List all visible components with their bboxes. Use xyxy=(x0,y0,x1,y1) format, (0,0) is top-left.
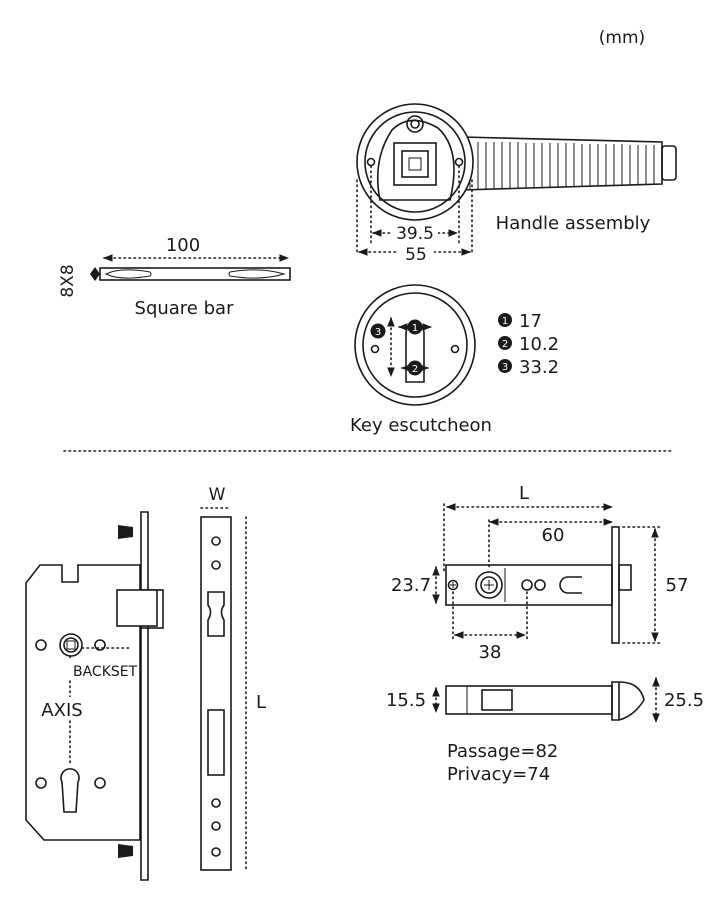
latch-side-view: 15.5 25.5 Passage=82 Privacy=74 xyxy=(386,677,704,785)
escutcheon-marker-3: 3 xyxy=(375,327,381,338)
legend-num: 2 xyxy=(502,339,508,350)
legend-value: 33.2 xyxy=(519,357,559,378)
latch-spacing: 38 xyxy=(479,642,502,663)
backset-label: BACKSET xyxy=(73,664,138,680)
privacy-text: Privacy=74 xyxy=(447,764,550,785)
legend-num: 1 xyxy=(502,316,508,327)
faceplate-length-label: L xyxy=(256,692,266,713)
faceplate-drawing: W L xyxy=(200,485,266,871)
escutcheon-marker-1: 1 xyxy=(412,323,418,334)
square-bar-length: 100 xyxy=(166,235,200,256)
latch-plate-height: 57 xyxy=(666,575,689,596)
latch-side-thickness: 15.5 xyxy=(386,690,426,711)
latch-body-height: 23.7 xyxy=(391,575,431,596)
handle-dim-inner: 39.5 xyxy=(396,224,434,244)
key-escutcheon-caption: Key escutcheon xyxy=(350,415,492,436)
square-bar-caption: Square bar xyxy=(135,298,235,319)
latch-top-view: L 60 57 23.7 38 xyxy=(391,483,688,663)
unit-label: (mm) xyxy=(599,28,645,48)
square-bar-section: 8X8 xyxy=(58,264,78,297)
faceplate-width-label: W xyxy=(209,485,226,505)
latch-length-label: L xyxy=(519,483,529,504)
legend-value: 17 xyxy=(519,311,542,332)
mortise-lock-body-drawing: BACKSET AXIS xyxy=(25,511,164,881)
latch-backset: 60 xyxy=(542,525,565,546)
axis-label: AXIS xyxy=(41,700,82,721)
handle-assembly-caption: Handle assembly xyxy=(496,213,651,234)
escutcheon-legend: 1 17 2 10.2 3 33.2 xyxy=(498,311,559,378)
escutcheon-marker-2: 2 xyxy=(412,364,418,375)
latch-side-plate-height: 25.5 xyxy=(664,690,704,711)
legend-value: 10.2 xyxy=(519,334,559,355)
legend-num: 3 xyxy=(502,362,508,373)
handle-assembly-drawing: 39.5 55 Handle assembly xyxy=(356,103,677,265)
passage-text: Passage=82 xyxy=(447,741,558,762)
key-escutcheon-drawing: 3 1 2 Key escutcheon xyxy=(350,284,492,436)
handle-dim-outer: 55 xyxy=(405,245,427,265)
square-bar-drawing: 100 8X8 Square bar xyxy=(58,235,291,319)
